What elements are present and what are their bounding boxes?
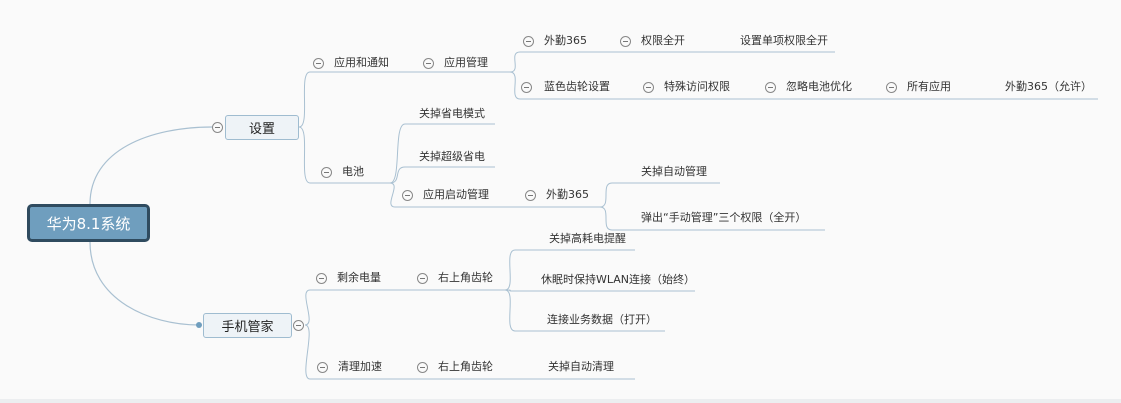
- node-special-access[interactable]: 特殊访问权限: [664, 80, 730, 93]
- node-all-permissions[interactable]: 权限全开: [641, 34, 685, 47]
- node-remaining-battery[interactable]: 剩余电量: [337, 271, 381, 284]
- node-power-save-off[interactable]: 关掉省电模式: [419, 107, 485, 120]
- connector-line: [389, 123, 495, 184]
- connector-line: [509, 71, 1098, 100]
- connector-line: [298, 126, 390, 184]
- node-high-drain-off[interactable]: 关掉高耗电提醒: [549, 232, 626, 245]
- collapse-toggle-icon[interactable]: [316, 273, 327, 284]
- connector-line: [304, 289, 395, 326]
- node-top-right-gear-2[interactable]: 右上角齿轮: [438, 360, 493, 373]
- connector-line: [504, 289, 665, 332]
- connector-line: [389, 166, 495, 184]
- node-auto-clean-off[interactable]: 关掉自动清理: [548, 360, 614, 373]
- node-ignore-battery-opt[interactable]: 忽略电池优化: [786, 80, 852, 93]
- connector-dot: [196, 322, 202, 328]
- node-manual-manage[interactable]: 弹出“手动管理”三个权限（全开）: [641, 211, 807, 224]
- node-blue-gear-settings[interactable]: 蓝色齿轮设置: [544, 80, 610, 93]
- collapse-toggle-icon[interactable]: [423, 58, 434, 69]
- node-top-right-gear[interactable]: 右上角齿轮: [438, 271, 493, 284]
- collapse-toggle-icon[interactable]: [620, 36, 631, 47]
- collapse-toggle-icon[interactable]: [765, 82, 776, 93]
- topic-phone-manager[interactable]: 手机管家: [203, 313, 292, 338]
- node-battery[interactable]: 电池: [342, 165, 364, 178]
- node-cleanup[interactable]: 清理加速: [338, 360, 382, 373]
- node-waiqin365[interactable]: 外勤365: [544, 34, 587, 47]
- collapse-toggle-icon[interactable]: [402, 190, 413, 201]
- node-all-apps[interactable]: 所有应用: [907, 80, 951, 93]
- connector-line: [504, 249, 635, 291]
- collapse-toggle-icon[interactable]: [417, 273, 428, 284]
- connector-line: [504, 289, 695, 292]
- node-auto-manage-off[interactable]: 关掉自动管理: [641, 165, 707, 178]
- topic-settings[interactable]: 设置: [225, 115, 299, 140]
- root-topic[interactable]: 华为8.1系统: [27, 204, 150, 242]
- collapse-toggle-icon[interactable]: [313, 58, 324, 69]
- node-set-single-permissions[interactable]: 设置单项权限全开: [740, 34, 828, 47]
- collapse-toggle-icon[interactable]: [293, 320, 304, 331]
- node-app-management[interactable]: 应用管理: [444, 56, 488, 69]
- collapse-toggle-icon[interactable]: [521, 82, 532, 93]
- node-mobile-data[interactable]: 连接业务数据（打开）: [547, 313, 657, 326]
- node-apps-notifications[interactable]: 应用和通知: [334, 56, 389, 69]
- node-super-save-off[interactable]: 关掉超级省电: [419, 150, 485, 163]
- connector-line: [509, 51, 835, 73]
- collapse-toggle-icon[interactable]: [321, 167, 332, 178]
- collapse-toggle-icon[interactable]: [317, 362, 328, 373]
- collapse-toggle-icon[interactable]: [525, 190, 536, 201]
- node-waiqin365-battery[interactable]: 外勤365: [546, 188, 589, 201]
- collapse-toggle-icon[interactable]: [417, 362, 428, 373]
- connector-line: [599, 206, 825, 231]
- connector-line: [599, 182, 720, 208]
- node-waiqin-allow[interactable]: 外勤365（允许）: [1005, 80, 1092, 93]
- collapse-toggle-icon[interactable]: [886, 82, 897, 93]
- node-app-launch[interactable]: 应用启动管理: [423, 188, 489, 201]
- connector-line: [89, 241, 200, 326]
- connector-line: [89, 126, 213, 205]
- connector-line: [389, 182, 510, 208]
- connector-line: [304, 324, 395, 380]
- connector-line: [298, 71, 400, 128]
- collapse-toggle-icon[interactable]: [212, 122, 223, 133]
- node-wlan-keep[interactable]: 休眠时保持WLAN连接（始终）: [541, 273, 696, 286]
- collapse-toggle-icon[interactable]: [523, 36, 534, 47]
- collapse-toggle-icon[interactable]: [643, 82, 654, 93]
